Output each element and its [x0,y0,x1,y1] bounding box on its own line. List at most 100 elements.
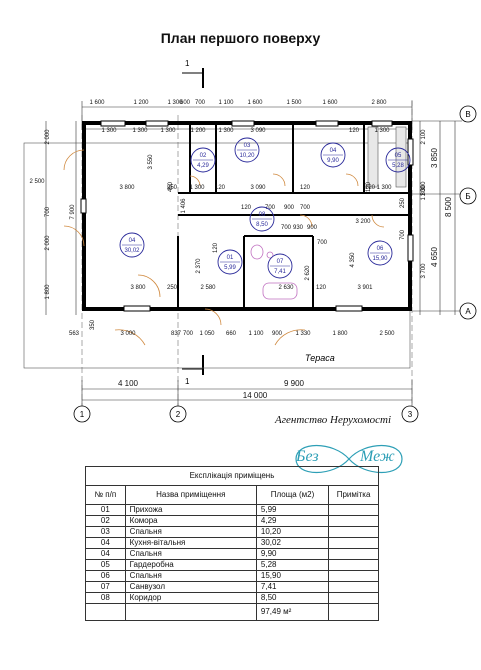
row-number: 03 [85,526,126,538]
dim-right-4: 1 300 [421,185,427,201]
room-number: 02 [200,153,207,159]
room-markers: 015,99024,290310,200430,02049,90055,2806… [119,137,411,279]
dim-inner-vert-5: 2 620 [305,265,311,281]
dim-right-5: 700 [400,229,406,240]
room-number: 01 [227,255,234,261]
dim-right-6: 3 700 [421,263,427,279]
dim-top-5: 1 100 [218,100,234,106]
dim-left-5: 7 900 [70,204,76,220]
axis-number-1: 2 [176,410,181,419]
row-area: 8,50 [255,592,330,604]
dim-mid-2: 1 300 [189,185,205,191]
room-number: 06 [377,246,384,252]
row-area: 5,28 [255,559,330,571]
axis-number-circle-0 [73,405,91,423]
row-room-name: Спальня [124,526,257,538]
room-area: 30,02 [124,248,140,254]
dim-mid-0: 3 800 [119,185,135,191]
plan-title: План першого поверху [160,30,321,46]
header-note: Примітка [328,485,379,505]
row-area: 7,41 [255,581,330,593]
dim-mid-6: 120 [365,185,376,191]
room-marker-circle [190,147,216,173]
row-area: 30,02 [255,537,330,549]
total-area: 97,49 м² [255,603,330,621]
row-note [328,570,379,582]
dim-left-3: 2 000 [45,235,51,251]
dim-bottom-9: 1 800 [332,331,348,337]
dim-lower-4: 120 [316,285,327,291]
wardrobe-shelves [367,126,407,188]
inner-walls [177,123,410,309]
row-room-name: Спальня [124,548,257,560]
row-number: 01 [85,504,126,516]
dim-inner-top-1: 1 300 [132,128,148,134]
dim-bottom-1: 3 000 [120,331,136,337]
room-marker-circle [234,137,260,163]
room-marker-circle [267,253,293,279]
row-number: 08 [85,592,126,604]
row-area: 9,90 [255,548,330,560]
section-label-top: 1 [185,59,190,68]
dim-mid-5: 120 [300,185,311,191]
room-area: 9,90 [327,158,339,164]
infinity-icon [295,445,403,473]
floor-plan-drawing: 1 1 [23,59,477,423]
dim-left-0: 2 000 [45,129,51,145]
room-area: 5,28 [392,163,404,169]
row-number: 07 [85,581,126,593]
axis-number-2: 3 [408,410,413,419]
table-total-row: 97,49 м² [85,603,379,621]
dim-inner-vert-6: 4 350 [350,252,356,268]
windows [80,120,414,312]
room-marker-circle [119,232,145,258]
row-room-name: Комора [124,515,257,527]
row-room-name: Спальня [124,570,257,582]
dim-corridor-4: 900 [307,225,318,231]
dim-left-2: 700 [45,206,51,217]
axis-letter-1: Б [465,192,470,201]
dim-corridor-6: 700 [281,225,292,231]
row-room-name: Санвузол [124,581,257,593]
dim-mid-3: 120 [215,185,226,191]
dim-mid-1: 250 [167,185,178,191]
dim-inner-vert-3: 120 [213,242,219,253]
row-area: 10,20 [255,526,330,538]
dim-bottom-10: 2 500 [379,331,395,337]
dim-top-0: 1 600 [89,100,105,106]
dim-overall-2: 14 000 [243,391,268,400]
room-number: 05 [395,153,402,159]
room-marker-02: 024,29 [190,147,216,173]
room-number: 08 [259,212,266,218]
dim-inner-top-4: 1 300 [218,128,234,134]
dim-corridor-2: 900 [284,205,295,211]
dim-bottom-7: 900 [272,331,283,337]
room-number: 07 [277,259,284,265]
doors [63,149,385,346]
room-area: 15,90 [372,256,388,262]
row-note [328,537,379,549]
dim-mid-7: 1 300 [376,185,392,191]
dim-corridor-7: 930 [293,225,304,231]
dim-right-7: 4 650 [430,246,439,267]
dim-lower-2: 2 580 [200,285,216,291]
row-note [328,592,379,604]
logo-word-right: Меж [360,448,395,465]
dim-top-2: 1 300 [167,100,183,106]
dim-bottom-5: 660 [226,331,237,337]
row-number: 06 [85,570,126,582]
dimension-lines [45,101,462,406]
room-area: 8,50 [256,222,268,228]
room-marker-07: 077,41 [267,253,293,279]
dim-inner-top-6: 120 [349,128,360,134]
agency-name: Агентство Нерухомості [275,414,392,426]
fixtures [250,244,298,300]
